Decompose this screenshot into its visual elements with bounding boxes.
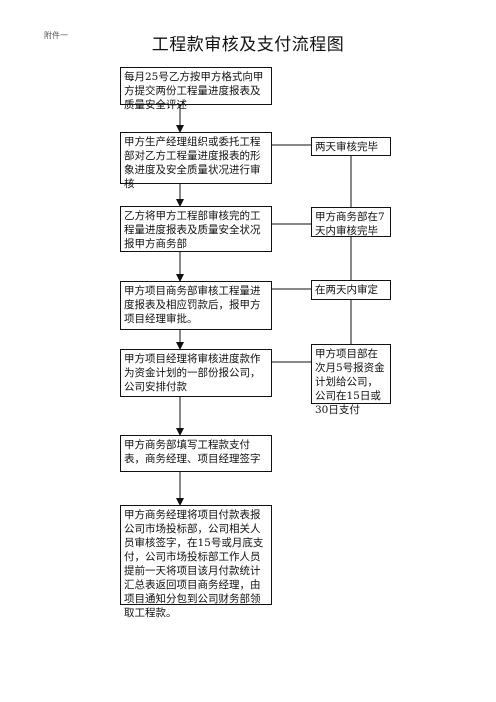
- step-box-1: 每月25号乙方按甲方格式向甲方提交两份工程量进度报表及质量安全评述: [120, 67, 272, 111]
- step-box-5: 甲方项目经理将审核进度款作为资金计划的一部份报公司，公司安排付款: [120, 349, 272, 397]
- step-box-4: 甲方项目商务部审核工程量进度报表及相应罚款后，报甲方项目经理审批。: [120, 281, 272, 330]
- step-text-3: 乙方将甲方工程部审核完的工程量进度报表及质量安全状况报甲方商务部: [124, 210, 261, 250]
- step-text-1: 每月25号乙方按甲方格式向甲方提交两份工程量进度报表及质量安全评述: [124, 71, 264, 111]
- note-text-3: 在两天内审定: [315, 284, 378, 296]
- note-text-1: 两天审核完毕: [315, 141, 378, 153]
- note-box-4: 甲方项目部在次月5号报资金计划给公司，公司在15日或30日支付: [311, 344, 391, 416]
- step-text-2: 甲方生产经理组织或委托工程部对乙方工程量进度报表的形象进度及安全质量状况进行审核: [124, 136, 261, 190]
- step-box-6: 甲方商务部填写工程款支付表，商务经理、项目经理签字: [120, 435, 272, 472]
- step-box-7: 甲方商务经理将项目付款表报公司市场投标部，公司相关人员审核签字，在15号或月底支…: [120, 505, 272, 619]
- step-text-4: 甲方项目商务部审核工程量进度报表及相应罚款后，报甲方项目经理审批。: [124, 285, 261, 325]
- note-box-3: 在两天内审定: [311, 280, 391, 300]
- step-text-6: 甲方商务部填写工程款支付表，商务经理、项目经理签字: [124, 439, 261, 465]
- note-text-2: 甲方商务部在7天内审核完毕: [315, 211, 385, 237]
- step-box-2: 甲方生产经理组织或委托工程部对乙方工程量进度报表的形象进度及安全质量状况进行审核: [120, 132, 272, 190]
- note-text-4: 甲方项目部在次月5号报资金计划给公司，公司在15日或30日支付: [315, 348, 385, 416]
- step-text-7: 甲方商务经理将项目付款表报公司市场投标部，公司相关人员审核签字，在15号或月底支…: [124, 509, 264, 619]
- attachment-label: 附件一: [44, 31, 68, 40]
- diagram-title: 工程款审核及支付流程图: [151, 35, 345, 55]
- step-text-5: 甲方项目经理将审核进度款作为资金计划的一部份报公司，公司安排付款: [124, 353, 261, 393]
- note-box-2: 甲方商务部在7天内审核完毕: [311, 207, 391, 237]
- step-box-3: 乙方将甲方工程部审核完的工程量进度报表及质量安全状况报甲方商务部: [120, 206, 272, 252]
- note-box-1: 两天审核完毕: [311, 137, 391, 156]
